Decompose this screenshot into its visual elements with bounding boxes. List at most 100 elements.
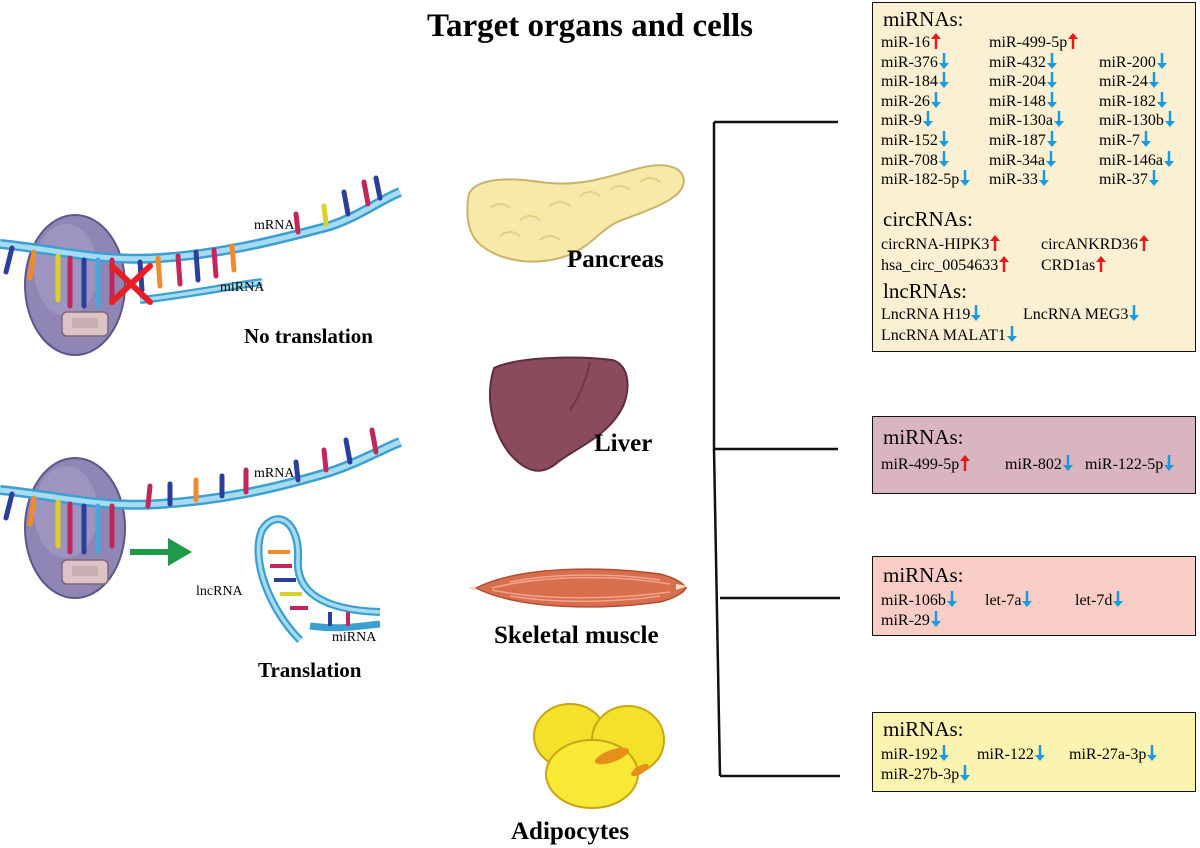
rna-item: miR-34a — [989, 150, 1056, 170]
rna-item: miR-499-5p — [881, 455, 971, 474]
rna-item-label: miR-7 — [1099, 132, 1140, 149]
rna-item-label: miR-432 — [989, 53, 1046, 71]
adipocytes-rna-box: miRNAs: miR-192 miR-122 miR-27a-3p miR-27b-… — [872, 712, 1196, 792]
rna-item: miR-106b — [881, 591, 957, 610]
rna-item-label: miR-499-5p — [881, 456, 960, 473]
arrow-down-icon — [930, 91, 941, 108]
arrow-down-icon — [1147, 745, 1158, 761]
rna-item-label: miR-130a — [989, 112, 1053, 130]
rna-item: miR-376 — [881, 52, 949, 72]
mechanism-label-no-translation: No translation — [244, 324, 373, 348]
arrow-down-icon — [938, 150, 949, 167]
rna-item-label: miR-33 — [989, 171, 1038, 189]
arrow-up-icon — [930, 33, 941, 49]
rna-item-label: miR-192 — [881, 746, 938, 763]
arrow-down-icon — [1054, 111, 1064, 128]
arrow-down-icon — [938, 52, 949, 69]
rna-item: miR-432 — [989, 52, 1057, 72]
arrow-green-icon — [130, 538, 192, 566]
rna-item-label: miR-204 — [989, 73, 1046, 91]
arrow-up-icon — [990, 235, 1001, 251]
rna-item: miR-802 — [1005, 455, 1073, 474]
rna-item: CRD1as — [1041, 256, 1107, 275]
arrow-down-icon — [1062, 455, 1073, 471]
rna-item-label: LncRNA MALAT1 — [881, 327, 1006, 344]
organ-label-pancreas: Pancreas — [567, 246, 664, 273]
arrow-down-icon — [1148, 72, 1159, 89]
lncrna-label: lncRNA — [196, 584, 243, 599]
rna-item-label: miR-27a-3p — [1069, 746, 1147, 763]
rna-item-label: miR-24 — [1099, 73, 1148, 91]
rna-item: LncRNA H19 — [881, 305, 982, 324]
rna-item-label: miR-182-5p — [881, 171, 960, 189]
rna-item: miR-204 — [989, 72, 1057, 91]
arrow-down-icon — [1046, 52, 1057, 69]
mirna-heading: miRNAs: — [883, 717, 964, 741]
rna-item: miR-187 — [989, 131, 1057, 150]
rna-item-label: miR-130b — [1099, 112, 1164, 130]
arrow-down-icon — [960, 170, 971, 187]
mirna-label-2: miRNA — [332, 630, 377, 645]
rna-item: miR-24 — [1099, 72, 1159, 91]
arrow-down-icon — [1113, 591, 1124, 607]
arrow-down-icon — [930, 611, 941, 627]
organ-label-skeletal-muscle: Skeletal muscle — [494, 622, 659, 649]
rna-item: miR-26 — [881, 91, 941, 111]
rna-item-label: miR-499-5p — [989, 34, 1068, 51]
arrow-down-icon — [1022, 591, 1033, 607]
arrow-down-icon — [1046, 91, 1057, 108]
block-x-icon — [109, 263, 153, 305]
arrow-down-icon — [1140, 131, 1151, 147]
pancreas-illustration — [466, 164, 685, 263]
arrow-down-icon — [1038, 170, 1049, 187]
rna-item-label: miR-200 — [1099, 53, 1156, 71]
arrow-down-icon — [938, 72, 949, 89]
arrow-down-icon — [1046, 72, 1057, 89]
arrow-down-icon — [1129, 305, 1140, 321]
mirna-heading: miRNAs: — [883, 425, 964, 449]
rna-item-label: miR-26 — [881, 92, 930, 110]
rna-item-label: miR-122-5p — [1085, 456, 1164, 473]
rna-item: miR-27b-3p — [881, 765, 971, 784]
rna-item-label: miR-802 — [1005, 456, 1062, 473]
rna-item: miR-122 — [977, 745, 1045, 764]
arrow-down-icon — [1156, 91, 1167, 108]
arrow-up-icon — [960, 455, 971, 471]
rna-item-label: miR-182 — [1099, 92, 1156, 110]
lncrna-heading: lncRNAs: — [883, 279, 967, 303]
rna-item-label: miR-708 — [881, 151, 938, 169]
arrow-up-icon — [1068, 33, 1079, 49]
rna-item: circANKRD36 — [1041, 235, 1149, 254]
circrna-heading: circRNAs: — [883, 207, 973, 231]
mirna-heading: miRNAs: — [883, 563, 964, 587]
rna-item-label: LncRNA MEG3 — [1023, 306, 1129, 323]
rna-item-label: miR-27b-3p — [881, 766, 960, 783]
arrow-down-icon — [1046, 150, 1056, 167]
rna-item: miR-7 — [1099, 131, 1151, 150]
rna-item-label: hsa_circ_0054633 — [881, 257, 999, 274]
arrow-down-icon — [1006, 326, 1017, 342]
rna-item: let-7d — [1075, 591, 1124, 610]
rna-item: miR-182-5p — [881, 170, 971, 189]
arrow-up-icon — [1138, 235, 1149, 251]
rna-item-label: miR-37 — [1099, 171, 1148, 189]
rna-item: miR-29 — [881, 611, 941, 630]
mrna-bases-1 — [3, 175, 383, 309]
diagram-title: Target organs and cells — [426, 8, 754, 44]
mirna-label-1: miRNA — [220, 280, 265, 295]
mrna-label-1: mRNA — [254, 218, 295, 233]
rna-item: miR-499-5p — [989, 33, 1079, 52]
rna-item-label: circRNA-HIPK3 — [881, 236, 990, 253]
mirna-strand-1 — [139, 278, 263, 304]
rna-item-label: miR-187 — [989, 132, 1046, 149]
rna-item: miR-146a — [1099, 150, 1174, 170]
arrow-up-icon — [999, 256, 1010, 272]
rna-item: hsa_circ_0054633 — [881, 256, 1010, 275]
arrow-down-icon — [960, 765, 971, 781]
rna-item: LncRNA MALAT1 — [881, 326, 1017, 345]
organ-label-adipocytes: Adipocytes — [511, 818, 630, 845]
arrow-down-icon — [1156, 52, 1167, 69]
connector-bracket — [712, 120, 840, 778]
